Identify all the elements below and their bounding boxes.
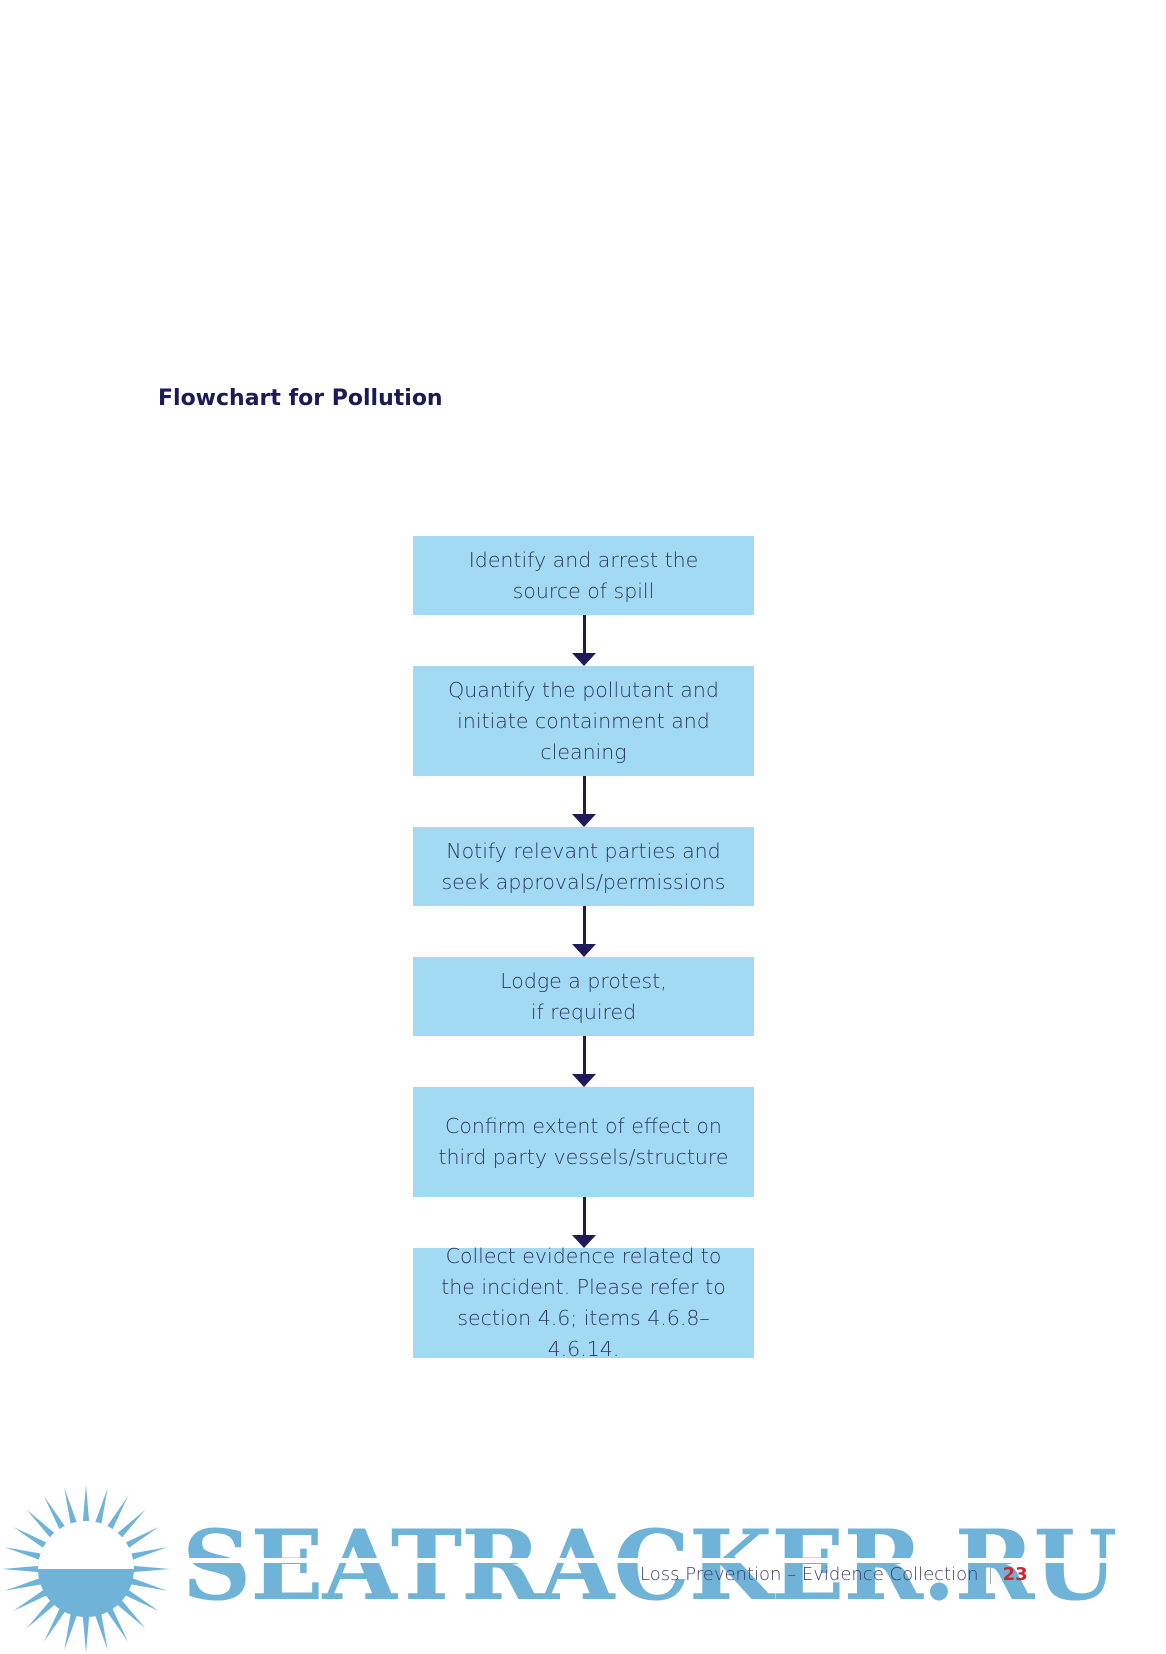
- footer-separator: |: [987, 1564, 994, 1585]
- flowchart-step: Identify and arrest the source of spill: [413, 536, 754, 615]
- arrow-down-icon: [572, 1036, 596, 1087]
- arrow-down-icon: [572, 906, 596, 957]
- flowchart-step-text: Collect evidence related to the incident…: [441, 1244, 726, 1361]
- sun-icon: [2, 1485, 170, 1653]
- flowchart-step: Lodge a protest, if required: [413, 957, 754, 1036]
- page-title: Flowchart for Pollution: [158, 386, 443, 411]
- watermark: SEATRACKER.RU: [0, 1482, 1166, 1654]
- flowchart-step-text: Lodge a protest, if required: [500, 968, 667, 1024]
- page-number: 23: [1002, 1564, 1028, 1585]
- flowchart-step: Notify relevant parties and seek approva…: [413, 827, 754, 906]
- footer-label: Loss Prevention – Evidence Collection: [640, 1564, 979, 1585]
- flowchart-step: Quantify the pollutant and initiate cont…: [413, 666, 754, 776]
- page-footer: Loss Prevention – Evidence Collection | 23: [640, 1564, 1028, 1585]
- flowchart-step-text: Notify relevant parties and seek approva…: [441, 838, 726, 894]
- arrow-down-icon: [572, 776, 596, 827]
- arrow-down-icon: [572, 615, 596, 666]
- flowchart-step: Confirm extent of effect on third party …: [413, 1087, 754, 1197]
- arrow-down-icon: [572, 1197, 596, 1248]
- flowchart-step-text: Quantify the pollutant and initiate cont…: [448, 677, 719, 764]
- sun-ray: [2, 1485, 170, 1653]
- flowchart-step: Collect evidence related to the incident…: [413, 1244, 754, 1361]
- flowchart-step-text: Identify and arrest the source of spill: [468, 547, 699, 603]
- watermark-text: SEATRACKER.RU: [182, 1509, 1117, 1622]
- flowchart-step-text: Confirm extent of effect on third party …: [438, 1114, 729, 1169]
